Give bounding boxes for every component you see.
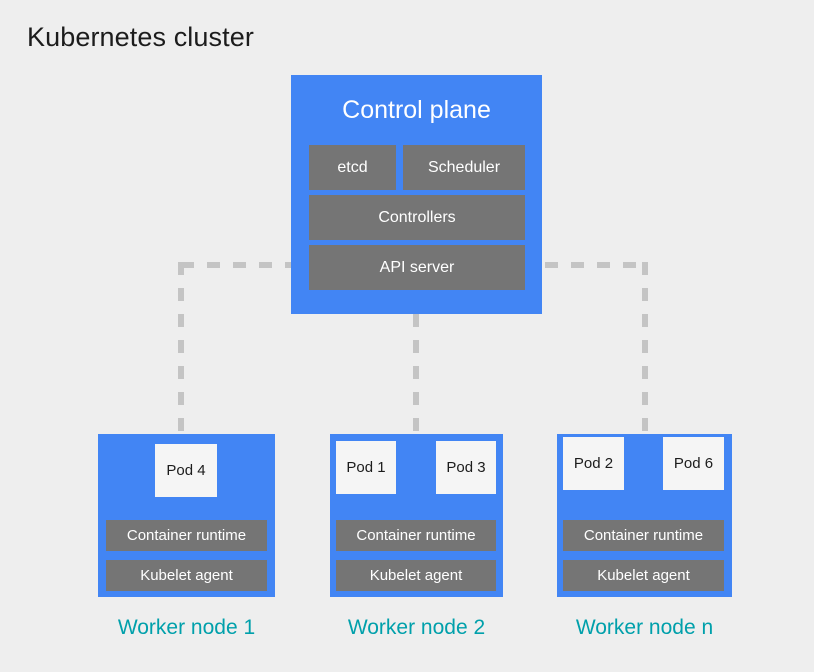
worker-node-1[interactable]: Pod 4 Container runtime Kubelet agent xyxy=(98,434,275,597)
kubelet-agent-bar[interactable]: Kubelet agent xyxy=(106,560,267,591)
control-plane-component-scheduler[interactable]: Scheduler xyxy=(403,145,525,190)
pod-box[interactable]: Pod 4 xyxy=(155,444,217,497)
pod-box[interactable]: Pod 2 xyxy=(563,437,624,490)
worker-node-1-label: Worker node 1 xyxy=(117,616,256,639)
control-plane[interactable]: Control plane etcd Scheduler Controllers… xyxy=(291,75,542,314)
control-plane-component-etcd[interactable]: etcd xyxy=(309,145,396,190)
control-plane-title: Control plane xyxy=(342,96,491,124)
container-runtime-bar[interactable]: Container runtime xyxy=(106,520,267,551)
pod-box[interactable]: Pod 3 xyxy=(436,441,496,494)
container-runtime-bar[interactable]: Container runtime xyxy=(563,520,724,551)
control-plane-component-controllers[interactable]: Controllers xyxy=(309,195,525,240)
page-title: Kubernetes cluster xyxy=(27,22,254,52)
container-runtime-bar[interactable]: Container runtime xyxy=(336,520,496,551)
worker-node-2[interactable]: Pod 1 Pod 3 Container runtime Kubelet ag… xyxy=(330,434,503,597)
pod-box[interactable]: Pod 1 xyxy=(336,441,396,494)
worker-node-n-label: Worker node n xyxy=(575,616,714,639)
kubelet-agent-bar[interactable]: Kubelet agent xyxy=(563,560,724,591)
worker-node-n[interactable]: Pod 2 Pod 6 Container runtime Kubelet ag… xyxy=(557,434,732,597)
pod-box[interactable]: Pod 6 xyxy=(663,437,724,490)
worker-node-2-label: Worker node 2 xyxy=(347,616,486,639)
control-plane-component-api-server[interactable]: API server xyxy=(309,245,525,290)
kubelet-agent-bar[interactable]: Kubelet agent xyxy=(336,560,496,591)
